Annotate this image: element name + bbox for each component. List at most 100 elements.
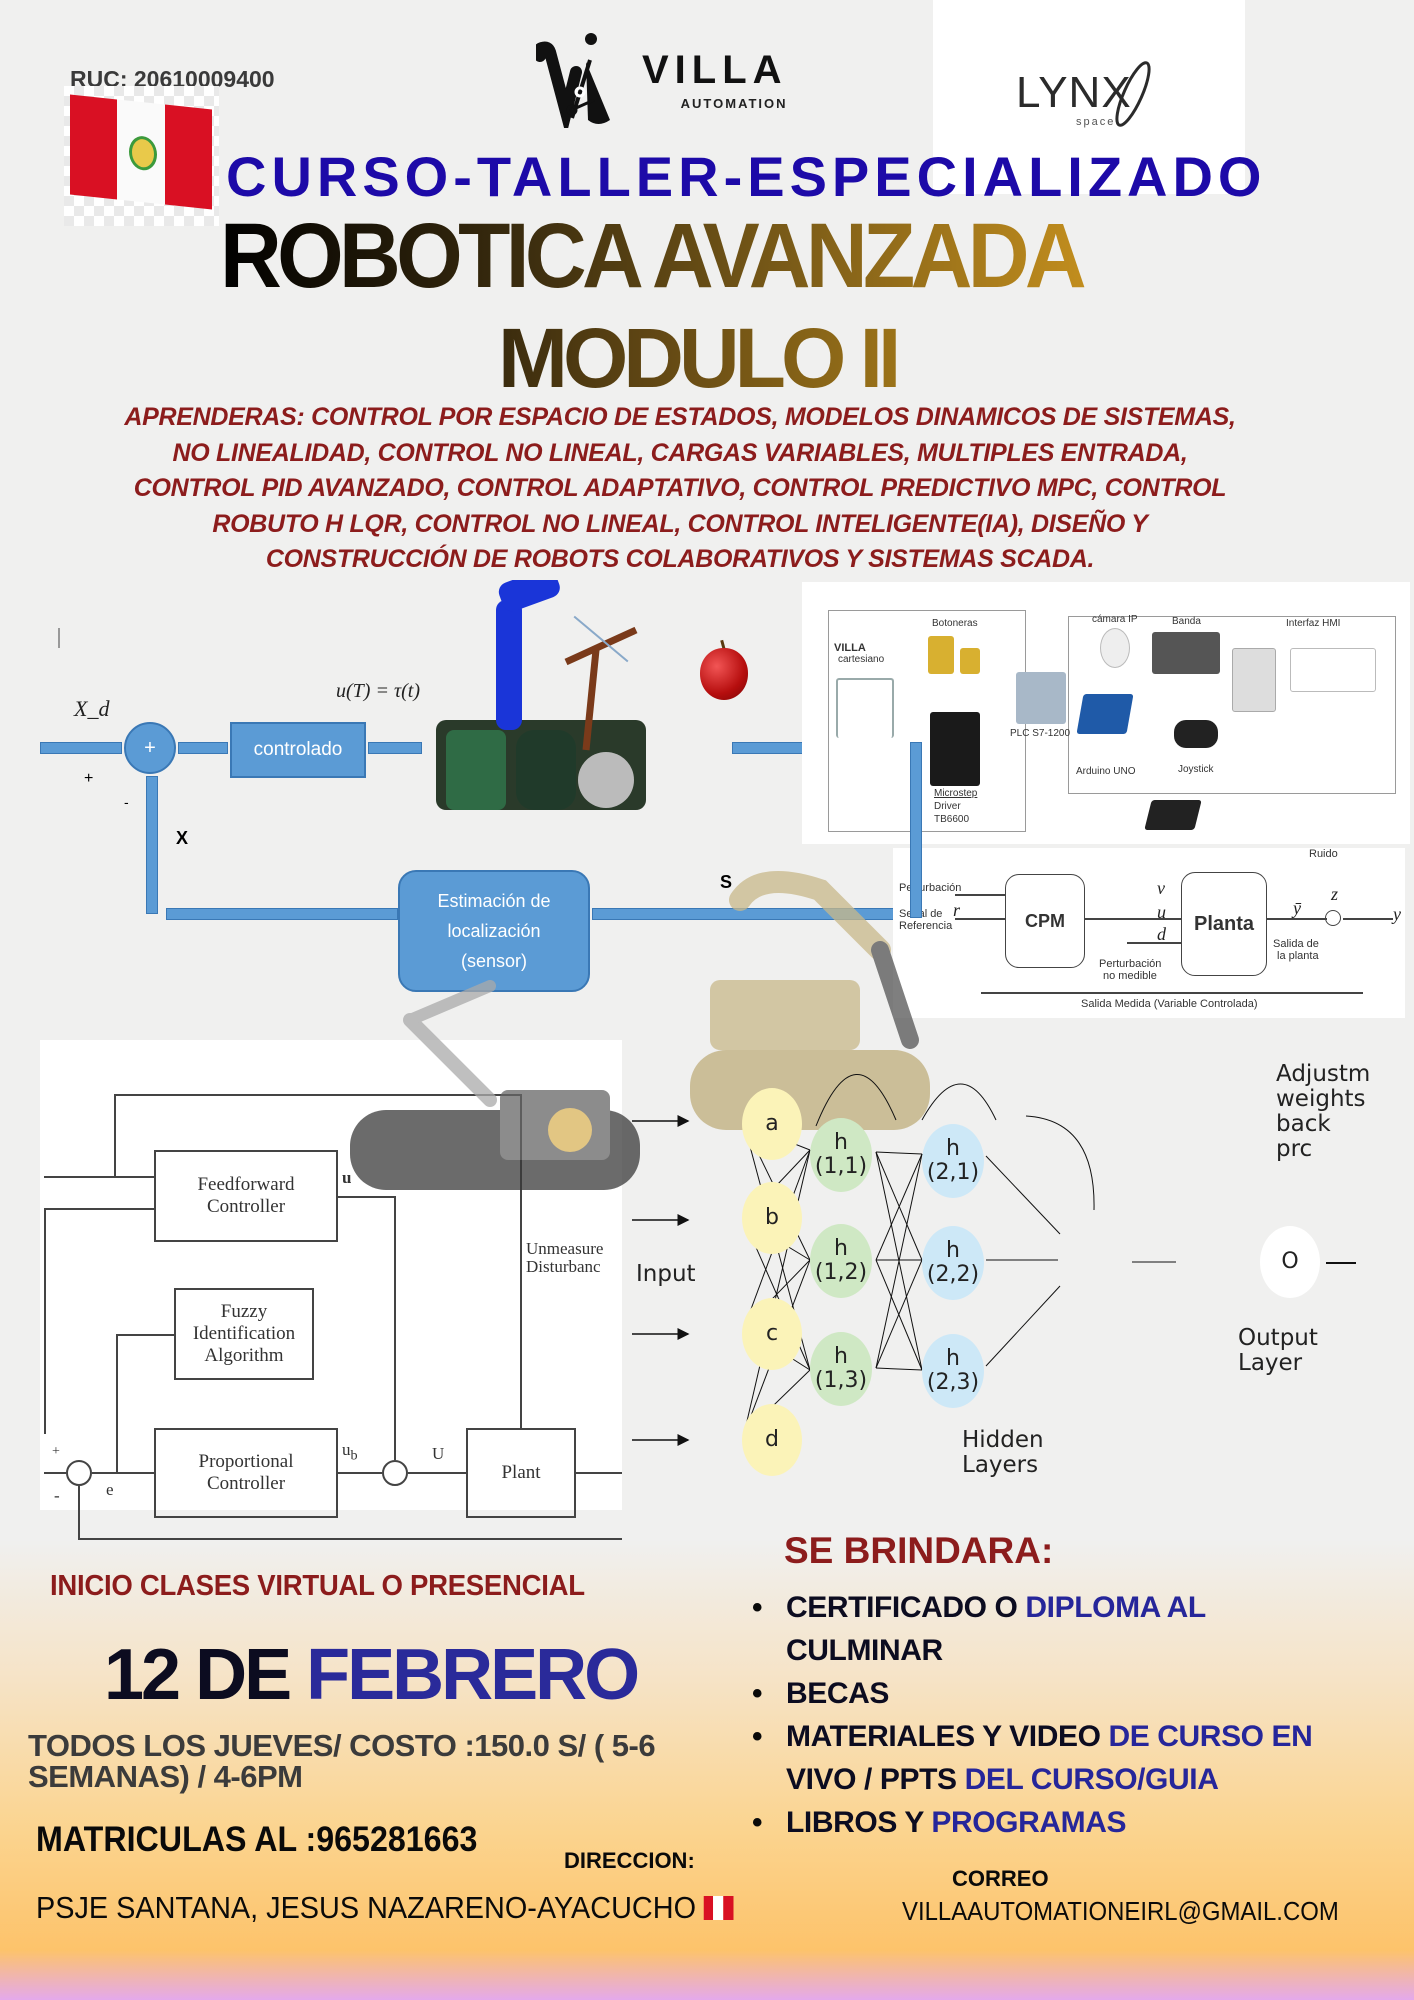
offer-text: MATERIALES Y VIDEO: [786, 1720, 1109, 1753]
node-label: (2,1): [926, 1160, 980, 1185]
v-symbol: v: [1157, 878, 1165, 898]
connector-line: [114, 1094, 116, 1178]
u-symbol: u: [1157, 902, 1166, 922]
input-arrow: [40, 742, 122, 754]
label-line: weights: [1276, 1086, 1366, 1112]
block-label: Identification: [192, 1323, 296, 1344]
connector-line: [1343, 918, 1393, 920]
input-node-a: a: [742, 1088, 802, 1160]
hidden-node-2-3: h(2,3): [922, 1334, 984, 1408]
address: PSJE SANTANA, JESUS NAZARENO-AYACUCHO: [36, 1890, 734, 1926]
villa-watermark: VILLA: [834, 642, 866, 654]
plant-output-label: la planta: [1277, 950, 1319, 962]
output-node: O: [1260, 1226, 1320, 1298]
connector-line: [114, 1094, 520, 1096]
minus-sign: -: [124, 794, 129, 810]
offer-text: BECAS: [786, 1677, 890, 1710]
U-label: U: [432, 1444, 445, 1463]
noise-label: Ruido: [1309, 848, 1338, 860]
apple-target-icon: [700, 648, 748, 700]
connector-line: [955, 894, 1005, 896]
node-label: h: [946, 1136, 960, 1161]
hidden-node-2-2: h(2,2): [922, 1226, 984, 1300]
node-label: (1,1): [814, 1154, 868, 1179]
offer-text: CULMINAR: [786, 1634, 943, 1667]
topics-line: ROBUTO H LQR, CONTROL NO LINEAL, CONTROL…: [212, 509, 1148, 538]
label-line: Hidden: [962, 1427, 1044, 1453]
laptop-icon: [1144, 800, 1202, 830]
error-label: e: [106, 1480, 114, 1499]
connector-line: [394, 1196, 396, 1460]
input-node-d: d: [742, 1404, 802, 1476]
plant-block: Plant: [466, 1428, 576, 1518]
label-line: back prc: [1276, 1111, 1331, 1162]
disturbance-line: Unmeasure: [526, 1239, 604, 1258]
plant-output-label: Salida de: [1273, 938, 1319, 950]
connector-line: [44, 1472, 66, 1474]
controller-to-robot-arrow: [368, 742, 422, 754]
driver-icon: [930, 712, 980, 786]
r-symbol: r: [953, 900, 961, 920]
arduino-label: Arduino UNO: [1076, 766, 1136, 777]
control-equation: u(T) = τ(t): [336, 680, 420, 702]
camera-label: cámara IP: [1092, 614, 1138, 625]
disturbance-line: Disturbanc: [526, 1257, 601, 1276]
hmi-screen-icon: [1232, 648, 1276, 712]
u-label: u: [342, 1168, 352, 1187]
offer-text: LIBROS Y: [786, 1806, 932, 1839]
ub-label: ub: [342, 1440, 358, 1464]
node-label: (2,2): [926, 1262, 980, 1287]
connector-line: [78, 1538, 622, 1540]
node-label: (2,3): [926, 1370, 980, 1395]
connector-line: [338, 1472, 382, 1474]
input-node-b: b: [742, 1182, 802, 1254]
enrollment-phone[interactable]: MATRICULAS AL :965281663: [36, 1820, 478, 1859]
estimator-block: Estimación de localización (sensor): [398, 870, 590, 992]
error-sum-junction: [66, 1460, 92, 1486]
y-symbol: y: [1393, 904, 1401, 924]
mpc-plant-block: Planta: [1181, 872, 1267, 976]
push-button-box-icon: [960, 648, 980, 674]
connector-line: [1085, 918, 1181, 920]
email-label: CORREO: [952, 1866, 1049, 1891]
node-label: h: [834, 1130, 848, 1155]
node-label: h: [946, 1238, 960, 1263]
offer-text-accent: DIPLOMA AL: [1025, 1591, 1206, 1624]
node-label: (1,2): [814, 1260, 868, 1285]
hidden-node-2-1: h(2,1): [922, 1124, 984, 1198]
measured-output-label: Salida Medida (Variable Controlada): [1081, 998, 1258, 1010]
hmi-panel-icon: [1290, 648, 1376, 692]
class-mode-label: INICIO CLASES VIRTUAL O PRESENCIAL: [50, 1570, 585, 1602]
feedback-label: X: [176, 828, 189, 848]
address-label: DIRECCION:: [564, 1848, 695, 1873]
hmi-label: Interfaz HMI: [1286, 618, 1341, 629]
block-label: Fuzzy: [220, 1301, 268, 1322]
driver-label: Driver: [934, 801, 961, 812]
lynx-logo-subtitle: space: [1076, 116, 1116, 128]
driver-label: TB6600: [934, 814, 970, 825]
connector-line: [44, 1208, 154, 1210]
lynx-space-logo: LYNX space: [1016, 56, 1156, 136]
course-module: MODULO II: [498, 311, 901, 405]
neural-network-diagram: a b c d h(1,1) h(1,2) h(1,3) h(2,1) h(2,…: [626, 1040, 1370, 1510]
label-line: Adjustm: [1276, 1061, 1371, 1087]
connector-line: [44, 1176, 154, 1178]
course-title: ROBOTICA AVANZADA: [220, 210, 1113, 302]
offer-text: VIVO / PPTS: [786, 1763, 965, 1796]
schedule-details: TODOS LOS JUEVES/ COSTO :150.0 S/ ( 5-6 …: [28, 1728, 656, 1794]
lynx-orbit-icon: [1115, 61, 1151, 127]
push-button-box-icon: [928, 636, 954, 674]
plc-icon: [1016, 672, 1066, 724]
email-address[interactable]: VILLAAUTOMATIONEIRL@GMAIL.COM: [902, 1896, 1339, 1926]
offer-heading: SE BRINDARA:: [784, 1530, 1054, 1571]
tracked-robot-image: [350, 980, 640, 1190]
joystick-icon: [1174, 720, 1218, 748]
minus-sign: -: [54, 1486, 60, 1505]
